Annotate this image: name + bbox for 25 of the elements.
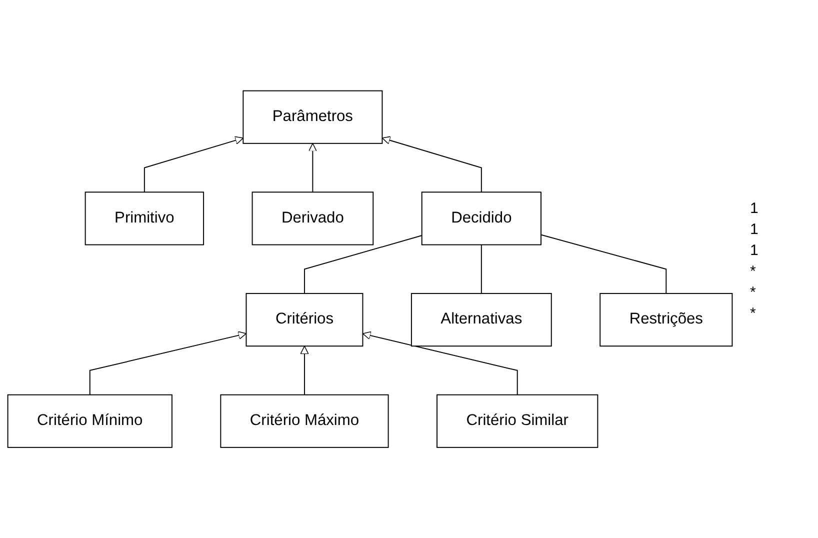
connector (304, 234, 422, 294)
multiplicity-label: 1 (750, 242, 760, 259)
node-box: Critério Máximo (220, 394, 389, 448)
node-box: Primitivo (84, 192, 204, 246)
node-box: Alternativas (410, 292, 552, 346)
arrow (308, 142, 317, 193)
arrow (382, 136, 482, 193)
arrow (300, 346, 309, 396)
node-box: Decidido (421, 192, 542, 246)
node-box: Critérios (246, 292, 364, 346)
multiplicity-label: 1 (750, 221, 760, 238)
multiplicity-label: 1 (750, 200, 760, 217)
node-box: Critério Mínimo (7, 394, 172, 448)
node-box: Parâmetros (242, 90, 383, 144)
connector (540, 234, 667, 294)
multiplicity-label: * (750, 284, 757, 301)
arrow (144, 136, 244, 193)
arrow (362, 331, 518, 396)
connector (480, 244, 482, 294)
multiplicity-label: * (750, 305, 757, 322)
node-box: Restrições (600, 292, 733, 346)
node-box: Critério Similar (436, 394, 598, 448)
multiplicity-label: * (750, 263, 757, 280)
node-box: Derivado (252, 192, 374, 246)
arrow (89, 331, 247, 396)
